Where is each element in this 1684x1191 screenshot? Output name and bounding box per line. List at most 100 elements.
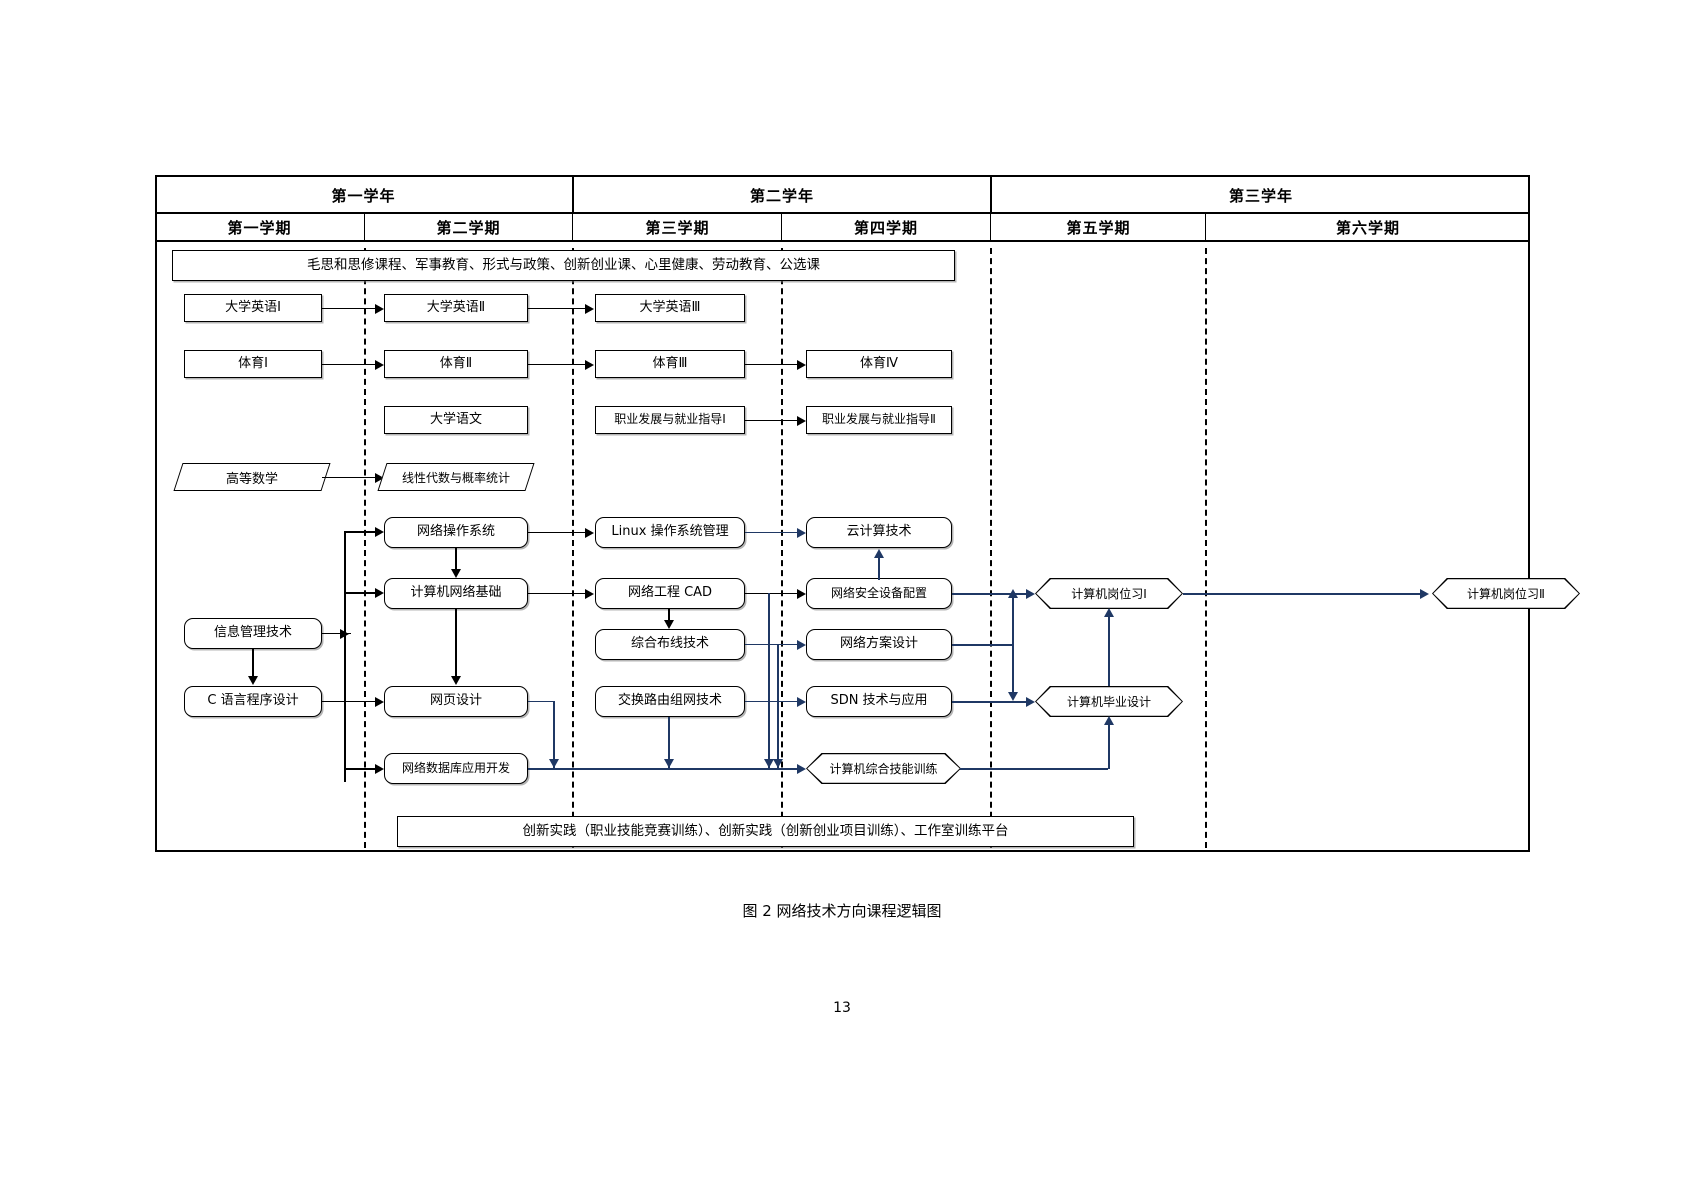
header-mid-border xyxy=(155,212,1530,214)
blue-bus-line-b xyxy=(777,644,779,768)
blue-bus-line-a xyxy=(768,593,770,768)
year-divider-2 xyxy=(990,175,993,213)
vertical-bus-left xyxy=(344,532,346,782)
advanced-math-label: 高等数学 xyxy=(225,471,278,487)
arrow-head-netos-linux xyxy=(585,527,594,538)
line-intern1-to-intern2 xyxy=(1183,592,1423,595)
course-college-chinese: 大学语文 xyxy=(384,406,528,434)
internship-1-shape xyxy=(1035,578,1183,609)
course-english-2: 大学英语Ⅱ xyxy=(384,294,528,322)
course-internship-1: 计算机岗位习Ⅰ xyxy=(1035,578,1183,609)
dashed-separator-s5-s6 xyxy=(1205,248,1207,848)
arrow-head-netos-netbasics xyxy=(451,569,461,578)
arrow-head-security-cloud xyxy=(874,549,884,558)
course-pe-4: 体育Ⅳ xyxy=(806,350,952,378)
comprehensive-skills-shape xyxy=(806,753,961,784)
page-number: 13 xyxy=(833,1000,851,1016)
year-divider-left xyxy=(155,175,157,240)
arrow-head-cabling-netplan xyxy=(797,639,806,650)
internship-2-label: 计算机岗位习Ⅱ xyxy=(1467,587,1545,601)
arrow-head-eng2-eng3 xyxy=(585,303,594,314)
line-netcad-to-cabling xyxy=(668,609,670,621)
course-english-3: 大学英语Ⅲ xyxy=(595,294,745,322)
course-english-1: 大学英语Ⅰ xyxy=(184,294,322,322)
blue-bus-arrow-c xyxy=(664,759,674,768)
line-compskills-right xyxy=(960,767,1108,770)
course-internship-2: 计算机岗位习Ⅱ xyxy=(1432,578,1580,609)
arrow-head-vconnector-down xyxy=(1008,692,1018,701)
course-advanced-math: 高等数学 xyxy=(173,463,331,491)
dashed-separator-s2-s3 xyxy=(572,248,574,848)
arrow-head-webdesign-down xyxy=(549,759,559,768)
line-netbasics-to-webdesign xyxy=(455,609,457,677)
year-label-3: 第三学年 xyxy=(1228,186,1293,205)
line-webdesign-down-b xyxy=(553,701,555,768)
arrow-line-pe1-pe2 xyxy=(322,363,379,366)
dashed-separator-s4-s5 xyxy=(990,248,992,848)
line-netos-to-linux xyxy=(528,531,588,534)
course-network-planning: 网络方案设计 xyxy=(806,629,952,660)
arrow-head-netdb-comptraining xyxy=(797,763,806,774)
line-netdb-to-comptraining xyxy=(528,767,800,770)
body-right-border xyxy=(1528,240,1530,852)
year-divider-1 xyxy=(572,175,575,213)
line-graduation-to-intern1 xyxy=(1108,616,1110,686)
course-switching-routing: 交换路由组网技术 xyxy=(595,686,745,717)
line-netbasics-to-netcad xyxy=(528,592,588,595)
arrow-head-clang-webdesign xyxy=(375,696,384,707)
course-network-os: 网络操作系统 xyxy=(384,517,528,548)
arrow-head-routing-sdn xyxy=(797,696,806,707)
arrow-head-compskills-graduation xyxy=(1104,716,1114,725)
course-info-management: 信息管理技术 xyxy=(184,618,322,649)
header-bottom-border xyxy=(155,240,1530,242)
line-sdn-to-graduation xyxy=(952,700,1030,703)
internship-2-shape xyxy=(1432,578,1580,609)
arrow-head-security-intern1 xyxy=(1026,588,1035,599)
arrow-head-infomgmt-clang xyxy=(248,676,258,685)
arrow-head-graduation-intern1 xyxy=(1104,608,1114,617)
arrow-head-bus-netbasics xyxy=(375,588,384,598)
body-bottom-border xyxy=(155,850,1530,852)
arrow-head-netcad-security xyxy=(797,588,806,599)
arrow-head-netbasics-netcad xyxy=(585,588,594,599)
semester-divider-4 xyxy=(990,213,992,240)
course-graduation-design: 计算机毕业设计 xyxy=(1035,686,1183,717)
blue-bus-arrow-b xyxy=(773,759,783,768)
semester-label-4: 第四学期 xyxy=(853,218,918,237)
course-c-language: C 语言程序设计 xyxy=(184,686,322,717)
course-network-basics: 计算机网络基础 xyxy=(384,578,528,609)
arrow-line-pe3-pe4 xyxy=(745,363,800,366)
semester-label-1: 第一学期 xyxy=(227,218,292,237)
line-bus-to-netdb xyxy=(344,768,379,770)
arrow-head-sdn-graduation xyxy=(1026,696,1035,707)
course-cloud-computing: 云计算技术 xyxy=(806,517,952,548)
line-bus-to-netos xyxy=(344,531,379,533)
course-pe-2: 体育Ⅱ xyxy=(384,350,528,378)
line-infomgmt-to-clang xyxy=(252,649,254,677)
internship-1-label: 计算机岗位习Ⅰ xyxy=(1071,587,1147,601)
comprehensive-skills-label: 计算机综合技能训练 xyxy=(829,762,938,776)
line-compskills-up xyxy=(1108,724,1110,769)
course-web-design: 网页设计 xyxy=(384,686,528,717)
arrow-head-linux-cloud xyxy=(797,527,806,538)
course-pe-1: 体育Ⅰ xyxy=(184,350,322,378)
arrow-head-vconnector-up xyxy=(1008,589,1018,598)
innovation-practice-banner: 创新实践（职业技能竞赛训练）、创新实践（创新创业项目训练）、工作室训练平台 xyxy=(397,816,1134,847)
course-linux-admin: Linux 操作系统管理 xyxy=(595,517,745,548)
course-structured-cabling: 综合布线技术 xyxy=(595,629,745,660)
line-routing-to-sdn xyxy=(745,700,800,703)
semester-label-5: 第五学期 xyxy=(1066,218,1131,237)
year-divider-right xyxy=(1528,175,1530,240)
line-infomgmt-to-bus xyxy=(322,632,351,635)
arrow-head-bus-netdb xyxy=(375,764,384,774)
course-network-database: 网络数据库应用开发 xyxy=(384,753,528,784)
semester-label-6: 第六学期 xyxy=(1335,218,1400,237)
semester-divider-2 xyxy=(572,213,574,240)
arrow-line-career1-career2 xyxy=(745,419,800,422)
graduation-design-label: 计算机毕业设计 xyxy=(1066,695,1151,709)
line-security-to-intern1 xyxy=(952,592,1030,595)
arrow-line-eng2-eng3 xyxy=(528,307,588,310)
course-sdn: SDN 技术与应用 xyxy=(806,686,952,717)
arrow-head-intern1-intern2 xyxy=(1420,588,1429,599)
line-webdesign-down-a xyxy=(528,700,554,703)
